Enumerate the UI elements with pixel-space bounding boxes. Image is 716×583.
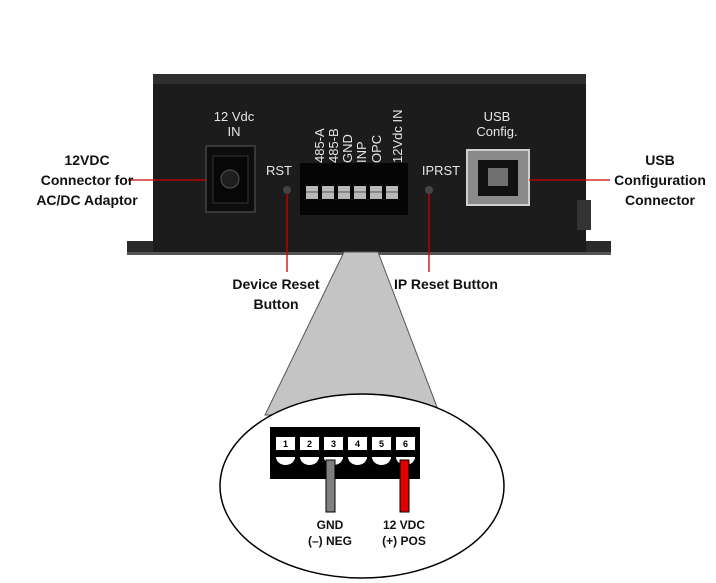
usb-label-line2: Config.: [476, 124, 517, 139]
callout-device-reset: Device Reset Button: [232, 276, 320, 312]
terminal-label-485b: 485-B: [326, 128, 341, 163]
pos-wire: [399, 459, 410, 513]
usb-port-tongue: [488, 168, 508, 186]
rst-label: RST: [266, 163, 292, 178]
iprst-label: IPRST: [422, 163, 460, 178]
terminal-label-gnd: GND: [340, 134, 355, 163]
terminal-label-12vdc-in: 12Vdc IN: [390, 110, 405, 163]
power-in-label-line1: 12 Vdc: [214, 109, 255, 124]
side-screw: [577, 200, 591, 230]
gnd-wire-label: GND (–) NEG: [307, 518, 352, 548]
zoom-terminal-block: [270, 427, 420, 479]
callout-dc-connector: 12VDC Connector for AC/DC Adaptor: [36, 152, 138, 208]
gnd-wire: [325, 459, 336, 513]
pin-number-4: 4: [355, 439, 360, 449]
iprst-button: [425, 186, 433, 194]
dc-jack-pin: [220, 169, 240, 189]
terminal-label-485a: 485-A: [312, 128, 327, 163]
pin-number-6: 6: [403, 439, 408, 449]
pin-number-1: 1: [283, 439, 288, 449]
terminal-label-inp: INP: [354, 141, 369, 163]
pin-number-5: 5: [379, 439, 384, 449]
pos-wire-label: 12 VDC (+) POS: [382, 518, 426, 548]
rst-button: [283, 186, 291, 194]
pin-number-2: 2: [307, 439, 312, 449]
callout-ip-reset: IP Reset Button: [394, 276, 498, 292]
callout-usb-connector: USB Configuration Connector: [614, 152, 706, 208]
power-in-label-line2: IN: [228, 124, 241, 139]
device-terminal-screws: [306, 186, 398, 199]
zoom-ellipse: [219, 393, 505, 579]
usb-label-line1: USB: [484, 109, 511, 124]
device-top-edge: [153, 74, 586, 84]
pin-number-3: 3: [331, 439, 336, 449]
terminal-label-opc: OPC: [369, 135, 384, 163]
zoom-terminal-pins: [276, 437, 415, 465]
